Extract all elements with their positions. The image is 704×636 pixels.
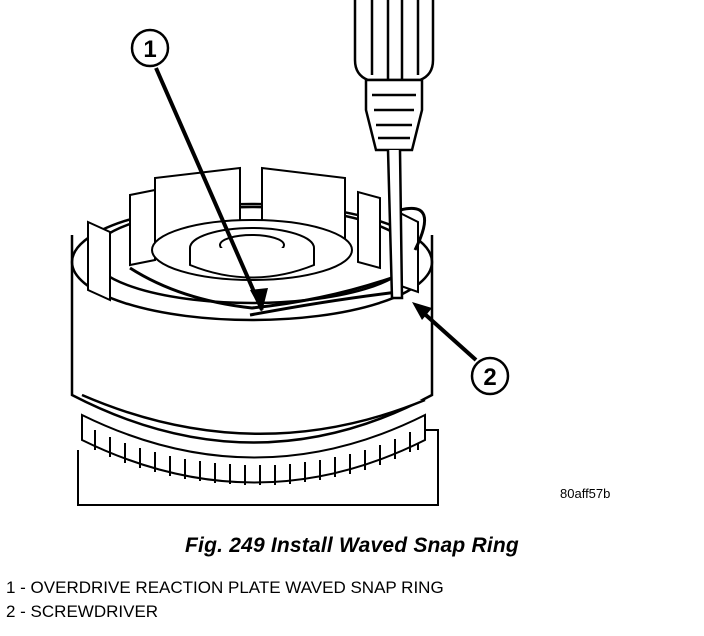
figure-code: 80aff57b (560, 486, 611, 501)
legend-item-1: 1 - OVERDRIVE REACTION PLATE WAVED SNAP … (6, 578, 444, 597)
screwdriver (353, 0, 435, 300)
drum-shell (70, 235, 434, 444)
legend: 1 - OVERDRIVE REACTION PLATE WAVED SNAP … (6, 576, 444, 624)
figure-caption: Fig. 249 Install Waved Snap Ring (185, 534, 519, 557)
svg-text:2: 2 (483, 364, 496, 391)
legend-item-2: 2 - SCREWDRIVER (6, 602, 159, 621)
waved-snap-ring (129, 207, 426, 317)
gear-teeth (94, 430, 411, 485)
callout-1: 1 (130, 28, 268, 312)
svg-text:1: 1 (143, 36, 156, 63)
drum-gear-band (81, 413, 426, 484)
callout-2: 2 (412, 302, 510, 396)
snap-ring-illustration: 1 2 (70, 0, 510, 506)
inner-hub (151, 219, 353, 281)
